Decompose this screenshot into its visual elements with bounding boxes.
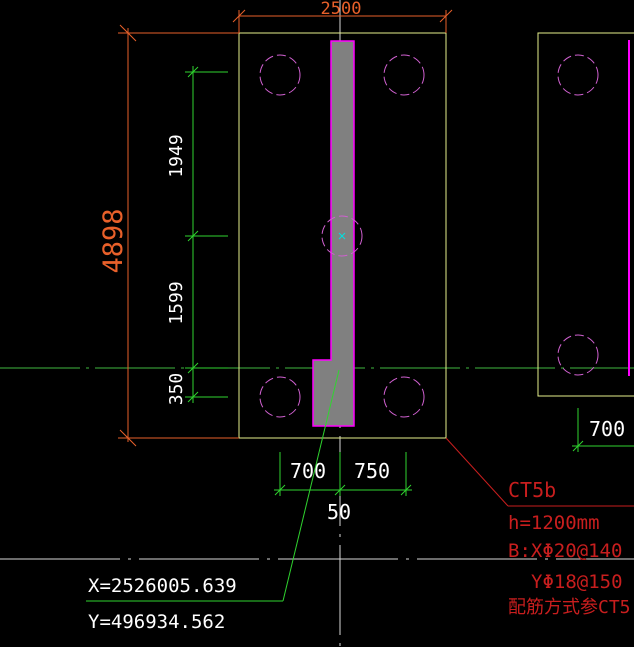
pile-cap-outline[interactable] xyxy=(238,32,447,439)
dimension-left-segments xyxy=(185,66,228,403)
dimension-bottom xyxy=(274,452,412,496)
coordinate-y[interactable]: Y=496934.562 xyxy=(88,611,225,633)
coordinate-x[interactable]: X=2526005.639 xyxy=(88,575,237,597)
pile-circle[interactable] xyxy=(321,215,363,257)
cap-label-height: h=1200mm xyxy=(508,512,600,534)
dimension-seg-middle-label: 1599 xyxy=(166,281,187,324)
dimension-top-label: 2500 xyxy=(321,0,362,19)
centroid-marker xyxy=(338,232,346,240)
cap-label-note: 配筋方式参CT5 xyxy=(508,597,631,618)
dimension-left-total-label: 4898 xyxy=(98,208,129,273)
pile-circle[interactable] xyxy=(557,334,599,376)
pile-circle[interactable] xyxy=(557,54,599,96)
pile-circle[interactable] xyxy=(383,54,425,96)
dimension-bottom-left-label: 700 xyxy=(290,459,326,483)
pile-circle[interactable] xyxy=(259,376,301,418)
column-shape[interactable] xyxy=(312,40,355,427)
dimension-left-total xyxy=(118,24,239,447)
cap-label-rebar-y: YΦ18@150 xyxy=(531,571,623,593)
pile-cap-outline-right[interactable] xyxy=(537,32,634,397)
pile-circle[interactable] xyxy=(383,376,425,418)
dimension-seg-upper-label: 1949 xyxy=(166,134,187,177)
dimension-right-partial-label: 700 xyxy=(589,417,625,441)
dimension-bottom-right-label: 750 xyxy=(354,459,390,483)
coordinate-leader xyxy=(86,369,340,602)
dimension-seg-lower-label: 350 xyxy=(166,373,187,406)
cap-label-leader xyxy=(445,437,634,507)
dimension-top xyxy=(232,9,453,33)
cap-label-rebar-x: B:XΦ20@140 xyxy=(508,540,622,562)
piles xyxy=(259,54,599,418)
pile-circle[interactable] xyxy=(259,54,301,96)
dimension-right-partial xyxy=(572,408,634,452)
cap-label-name[interactable]: CT5b xyxy=(508,478,556,502)
dimension-bottom-offset-label: 50 xyxy=(327,500,351,524)
